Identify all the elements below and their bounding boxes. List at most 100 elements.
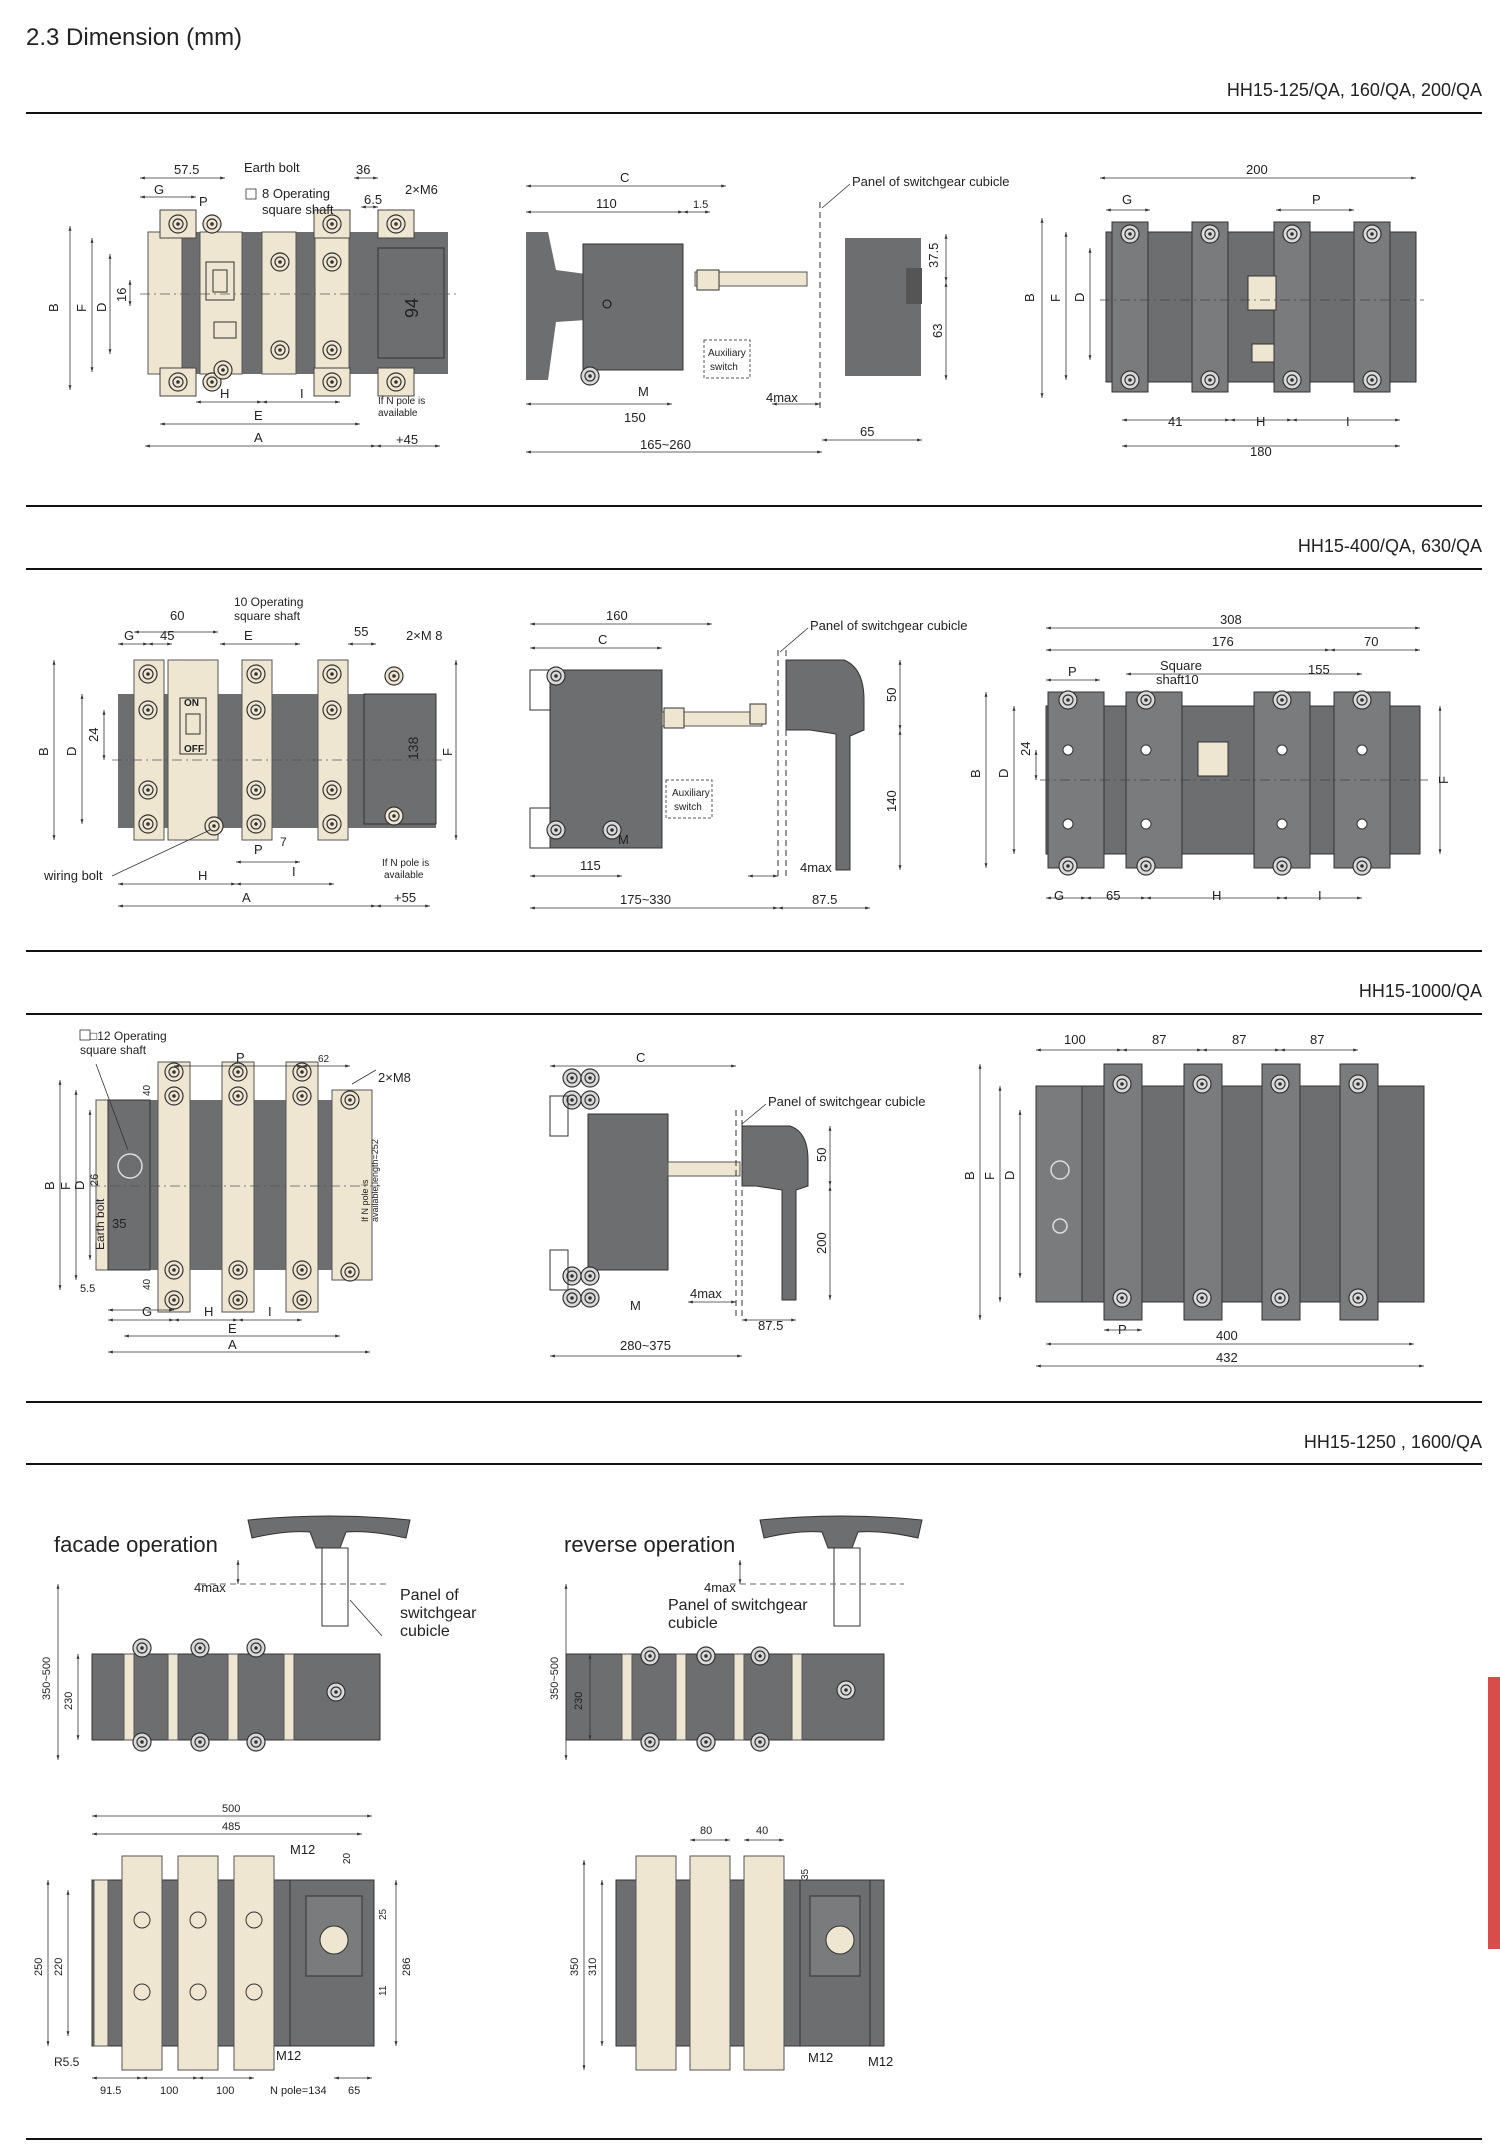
section-divider — [26, 2138, 1482, 2140]
s2-front-view — [112, 659, 446, 841]
s2-top-labels: 308 176 70 P Square shaft10 155 B D 24 F… — [968, 612, 1451, 903]
dim-label: B — [1022, 293, 1037, 302]
dim-label: 308 — [1220, 612, 1242, 627]
dim-label: 36 — [356, 162, 370, 177]
s4-reverse-top-view — [615, 1855, 885, 2071]
annotation: switch — [710, 362, 738, 373]
annotation: available — [384, 870, 424, 881]
dim-label: 2×M6 — [405, 182, 438, 197]
facade-operation-label: facade operation — [54, 1532, 218, 1557]
dim-label: 165~260 — [640, 437, 691, 452]
section-title: HH15-125/QA, 160/QA, 200/QA — [1226, 80, 1482, 100]
annotation: Panel of switchgear cubicle — [768, 1094, 926, 1109]
annotation: Panel of switchgear cubicle — [852, 174, 1010, 189]
dim-label: M12 — [868, 2054, 893, 2069]
dim-label: G — [142, 1304, 152, 1319]
dim-label: B — [962, 1171, 977, 1180]
annotation: switchgear — [400, 1605, 477, 1622]
dim-label: P — [236, 1050, 245, 1065]
annotation: Auxiliary — [708, 348, 746, 359]
dim-label: 87.5 — [812, 892, 837, 907]
annotation: If N pole is — [378, 396, 425, 407]
dim-label: 110 — [596, 196, 617, 211]
annotation: square shaft — [80, 1043, 147, 1057]
s3-top-view — [1035, 1063, 1425, 1321]
dim-label: 87 — [1152, 1032, 1166, 1047]
dim-label: D — [1072, 293, 1087, 302]
dim-label: I — [300, 386, 304, 401]
annotation: Panel of switchgear — [668, 1597, 808, 1614]
dim-label: 400 — [1216, 1328, 1238, 1343]
dim-label: 155 — [1308, 662, 1330, 677]
dim-label: 40 — [756, 1825, 768, 1837]
dim-label: 80 — [700, 1825, 712, 1837]
dim-label: F — [74, 304, 89, 312]
annotation: 10 Operating — [234, 595, 303, 609]
s4-facade-top-labels: 500 485 M12 20 250 220 25 286 11 R5.5 M1… — [33, 1803, 413, 2097]
dim-label: A — [228, 1337, 237, 1352]
annotation: square shaft — [234, 609, 301, 623]
reverse-operation-label: reverse operation — [564, 1532, 735, 1557]
dim-label: 2×M 8 — [406, 628, 443, 643]
dim-label: 250 — [33, 1958, 45, 1976]
dim-label: D — [94, 303, 109, 312]
dim-label: I — [292, 864, 296, 879]
annotation: cubicle — [668, 1615, 718, 1632]
dim-label: 20 — [342, 1852, 353, 1864]
s3-front-labels: □12 Operating square shaft P 62 2×M8 40 … — [42, 1029, 411, 1352]
annotation: Auxiliary — [672, 788, 710, 799]
dim-label: +45 — [396, 432, 418, 447]
s1-top-dims — [1040, 176, 1416, 448]
dim-label: M12 — [290, 1842, 315, 1857]
dim-label: 280~375 — [620, 1338, 671, 1353]
dim-label: 200 — [814, 1232, 829, 1254]
dim-label: 35 — [800, 1868, 811, 1880]
section-divider — [26, 1013, 1482, 1015]
dim-label: 87 — [1310, 1032, 1324, 1047]
annotation: □12 Operating — [90, 1029, 167, 1043]
annotation: square shaft — [262, 202, 334, 217]
section-divider — [26, 568, 1482, 570]
s4-reverse-top-dims — [582, 1838, 784, 2070]
s4-facade-top-view — [91, 1855, 375, 2071]
s1-front-view — [140, 209, 460, 397]
annotation: Panel of switchgear cubicle — [810, 618, 968, 633]
dim-label: M — [638, 384, 649, 399]
annotation: Earth bolt — [93, 1198, 107, 1250]
s3-side-view — [549, 1068, 809, 1320]
dim-label: P — [254, 842, 263, 857]
dim-label: 140 — [884, 790, 899, 812]
dim-label: I — [268, 1304, 272, 1319]
dim-label: R5.5 — [54, 2055, 80, 2069]
annotation: switch — [674, 802, 702, 813]
chapter-tab — [1488, 1677, 1500, 1949]
section-divider — [26, 1463, 1482, 1465]
dim-label: 6.5 — [364, 192, 382, 207]
dim-label: B — [968, 769, 983, 778]
dim-label: D — [1002, 1171, 1017, 1180]
s4-facade-top-dims — [46, 1814, 398, 2080]
annotation: wiring bolt — [43, 868, 103, 883]
annotation: If N pole is — [360, 1179, 370, 1222]
dim-label: 4max — [800, 860, 832, 875]
dim-label: 16 — [114, 288, 129, 302]
s2-top-view — [1040, 690, 1428, 876]
s2-side-view — [529, 650, 865, 880]
dim-label: 11 — [378, 1985, 389, 1996]
dim-label: 115 — [580, 858, 601, 873]
dim-label: M12 — [808, 2050, 833, 2065]
dim-label: 50 — [884, 688, 899, 702]
dim-label: 87.5 — [758, 1318, 783, 1333]
dim-label: 45 — [160, 628, 174, 643]
s2-side-dims — [530, 622, 902, 910]
dim-label: H — [204, 1304, 213, 1319]
dim-label: 40 — [142, 1084, 153, 1096]
section-title: HH15-1250 , 1600/QA — [1303, 1432, 1482, 1452]
s2-front-labels: 10 Operating square shaft 60 45 G E 55 2… — [36, 595, 455, 905]
dim-label: 220 — [53, 1958, 65, 1976]
annotation: Earth bolt — [244, 160, 300, 175]
annotation: cubicle — [400, 1623, 450, 1640]
dim-label: F — [982, 1172, 997, 1180]
dim-label: H — [198, 868, 207, 883]
